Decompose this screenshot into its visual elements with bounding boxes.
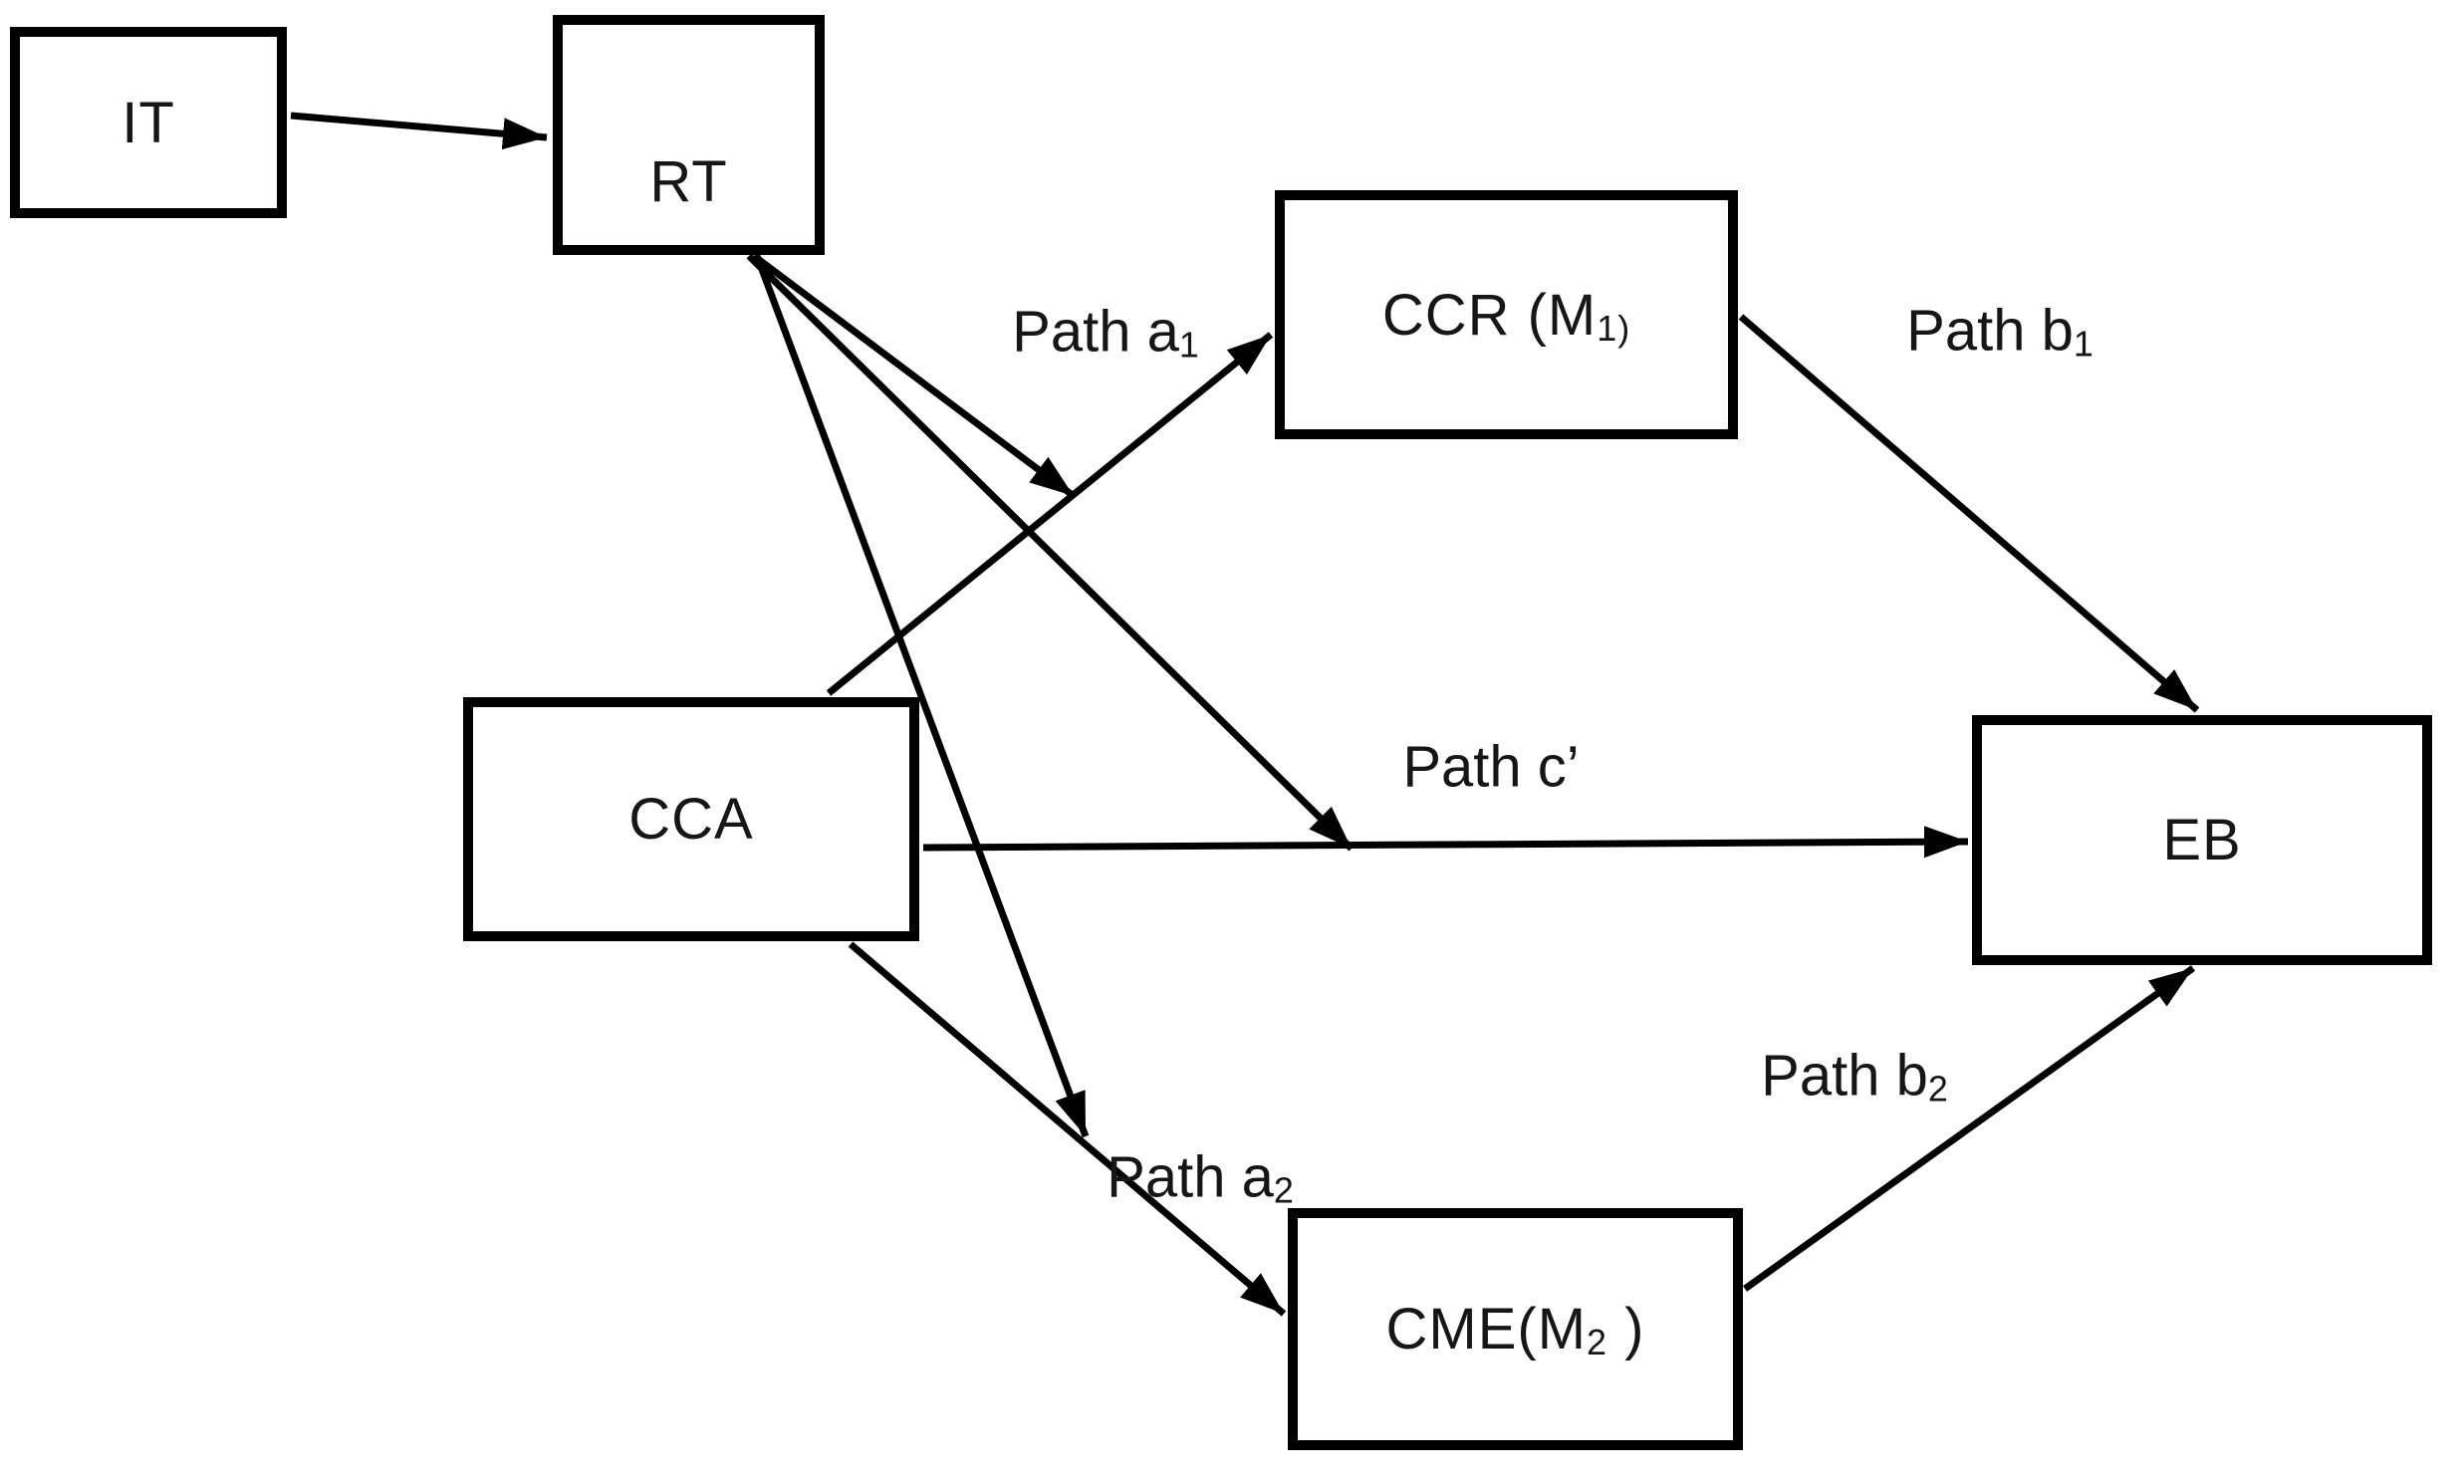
arrow-it-to-rt xyxy=(290,112,548,150)
node-rt: RT xyxy=(553,15,825,255)
arrow-cca-to-eb-path-c xyxy=(922,826,1969,859)
node-rt-label: RT xyxy=(649,149,728,214)
node-eb: EB xyxy=(1972,715,2432,965)
node-it-label: IT xyxy=(122,90,175,155)
node-ccr-m1: CCR (M1) xyxy=(1275,190,1738,439)
path-label-b2: Path b2 xyxy=(1761,1043,1948,1110)
node-ccr-label: CCR (M1) xyxy=(1381,282,1631,349)
path-label-b1: Path b1 xyxy=(1906,298,2094,365)
arrow-rt-to-path-a1 xyxy=(751,253,1077,499)
path-label-c-prime: Path c’ xyxy=(1402,734,1580,800)
arrow-cme-to-eb-path-b2 xyxy=(1742,965,2196,1292)
arrow-rt-to-path-a2 xyxy=(753,254,1090,1138)
node-it: IT xyxy=(10,27,287,218)
node-cca-label: CCA xyxy=(628,787,754,852)
node-cme-m2: CME(M2 ) xyxy=(1288,1208,1743,1450)
arrow-ccr-to-eb-path-b1 xyxy=(1738,314,2200,713)
arrow-rt-to-path-c xyxy=(746,253,1355,852)
path-label-a1: Path a1 xyxy=(1012,299,1199,366)
node-cme-label: CME(M2 ) xyxy=(1385,1297,1645,1363)
arrow-cca-to-ccr-path-a1 xyxy=(826,332,1274,696)
arrow-cca-to-cme-path-a2 xyxy=(848,941,1287,1317)
path-label-a2: Path a2 xyxy=(1107,1144,1294,1211)
node-eb-label: EB xyxy=(2162,808,2242,872)
node-cca: CCA xyxy=(463,697,919,941)
